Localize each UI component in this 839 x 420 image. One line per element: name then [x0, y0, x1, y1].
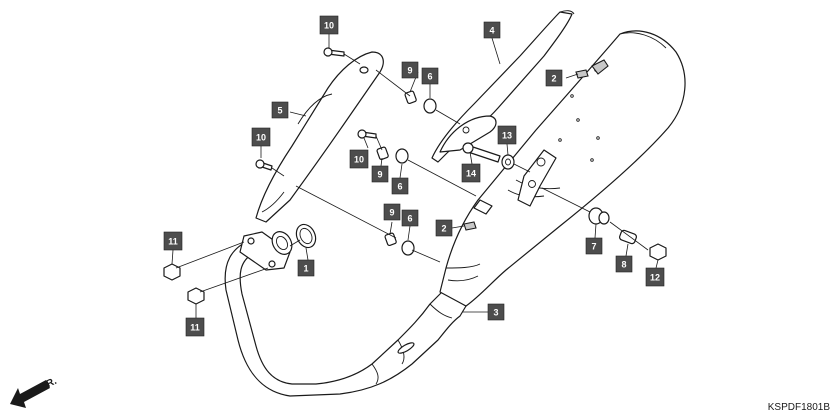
callout-11b: 11 — [185, 317, 205, 337]
callout-label: 6 — [427, 72, 432, 82]
callout-label: 9 — [407, 66, 412, 76]
callout-6b: 6 — [391, 177, 409, 195]
callout-1: 1 — [297, 259, 315, 277]
callout-8: 8 — [615, 255, 633, 273]
callout-label: 11 — [168, 237, 178, 247]
callout-label: 10 — [354, 155, 364, 165]
callout-label: 9 — [377, 170, 382, 180]
callout-4: 4 — [483, 21, 501, 39]
callout-label: 6 — [397, 182, 402, 192]
callout-10a: 10 — [319, 15, 339, 35]
callout-label: 10 — [256, 133, 266, 143]
muffler-bracket — [517, 149, 557, 207]
callout-label: 2 — [441, 224, 446, 234]
callout-label: 10 — [324, 21, 334, 31]
muffler-body — [439, 30, 686, 307]
callout-label: 8 — [621, 260, 626, 270]
callout-label: 9 — [389, 208, 394, 218]
callout-9b: 9 — [371, 165, 389, 183]
callout-label: 7 — [591, 242, 596, 252]
callout-label: 2 — [551, 74, 556, 84]
callout-14: 14 — [461, 163, 481, 183]
callout-label: 5 — [277, 106, 282, 116]
callout-6c: 6 — [401, 209, 419, 227]
callout-label: 6 — [407, 214, 412, 224]
exhaust-pipe — [224, 239, 467, 397]
callout-6a: 6 — [421, 67, 439, 85]
callout-label: 13 — [502, 131, 512, 141]
callout-label: 3 — [493, 308, 498, 318]
callout-7: 7 — [585, 237, 603, 255]
callout-10c: 10 — [349, 149, 369, 169]
front-label: FR. — [39, 376, 58, 393]
callout-2a: 2 — [545, 69, 563, 87]
callout-label: 12 — [650, 273, 660, 283]
front-arrow-icon — [10, 380, 50, 408]
callout-9c: 9 — [383, 203, 401, 221]
callout-3: 3 — [487, 303, 505, 321]
callout-9a: 9 — [401, 61, 419, 79]
callout-11a: 11 — [163, 231, 183, 251]
callout-label: 11 — [190, 323, 200, 333]
callout-13: 13 — [497, 125, 517, 145]
pipe-heat-shield — [255, 51, 384, 223]
front-direction-indicator: FR. — [10, 376, 59, 408]
drawing-code: KSPDF1801B — [768, 402, 831, 413]
muffler-heat-shield — [431, 10, 575, 163]
exhaust-flange — [239, 231, 293, 271]
callout-12: 12 — [645, 267, 665, 287]
callout-2b: 2 — [435, 219, 453, 237]
exhaust-gasket — [295, 223, 317, 249]
callout-label: 1 — [303, 264, 308, 274]
callout-label: 14 — [466, 169, 476, 179]
callout-label: 4 — [489, 26, 494, 36]
assembly-lines — [175, 53, 649, 293]
callout-10b: 10 — [251, 127, 271, 147]
callout-5: 5 — [271, 101, 289, 119]
